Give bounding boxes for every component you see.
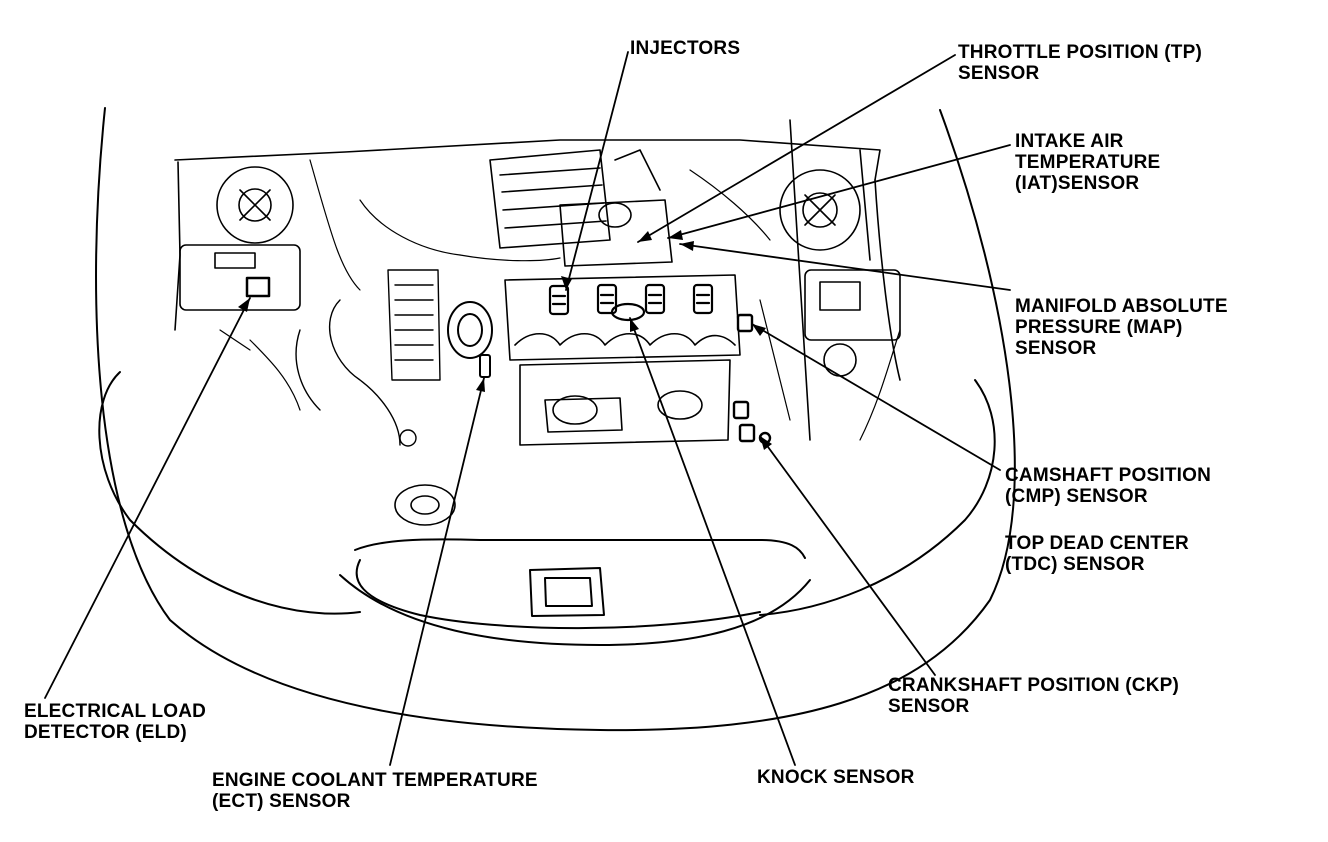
cmp-tdc-sensors [732, 313, 772, 445]
arrow-tp [638, 231, 652, 242]
injector-1 [548, 284, 570, 316]
label-iat-line-2: TEMPERATURE [1015, 152, 1161, 173]
arrow-injectors [561, 276, 572, 290]
arrow-cmp [752, 324, 766, 336]
label-tp-line-1: THROTTLE POSITION (TP) [958, 42, 1202, 63]
leader-ckp [759, 435, 936, 676]
label-manifold-absolute-pressure-sensor: MANIFOLD ABSOLUTE PRESSURE (MAP) SENSOR [1015, 296, 1228, 359]
leader-eld [44, 297, 251, 699]
label-camshaft-position-sensor: CAMSHAFT POSITION (CMP) SENSOR [1005, 465, 1211, 507]
front-grille-parts [394, 397, 623, 526]
strut-tower-right [779, 169, 861, 251]
car-body-outline [95, 107, 1016, 732]
label-eld-line-2: DETECTOR (ELD) [24, 722, 187, 743]
label-eld-line-1: ELECTRICAL LOAD [24, 701, 207, 722]
intake-manifold [489, 149, 673, 267]
leader-cmp [751, 323, 1001, 471]
injector-2 [596, 283, 618, 315]
strut-tower-left [216, 166, 294, 244]
label-throttle-position-sensor: THROTTLE POSITION (TP) SENSOR [958, 42, 1202, 84]
label-tdc-line-2: (TDC) SENSOR [1005, 554, 1145, 575]
cylinder-head [504, 274, 741, 446]
leader-iat [667, 144, 1011, 239]
injector-3 [644, 283, 666, 315]
label-ckp-line-1: CRANKSHAFT POSITION (CKP) [888, 675, 1180, 696]
label-knock-line-1: KNOCK SENSOR [757, 767, 915, 788]
arrow-map [680, 241, 694, 251]
firewall-outline [174, 119, 901, 441]
label-iat-line-3: (IAT)SENSOR [1015, 173, 1140, 194]
battery [804, 269, 901, 377]
label-injectors: INJECTORS [630, 38, 740, 59]
label-map-line-3: SENSOR [1015, 338, 1097, 359]
label-ect-line-1: ENGINE COOLANT TEMPERATURE [212, 770, 538, 791]
leader-arrowheads [238, 230, 772, 450]
arrow-ckp [760, 436, 772, 450]
leader-tp [637, 54, 956, 243]
label-intake-air-temperature-sensor: INTAKE AIR TEMPERATURE (IAT)SENSOR [1015, 131, 1160, 194]
label-knock-sensor: KNOCK SENSOR [757, 767, 915, 788]
radiator [295, 269, 441, 447]
leader-knock [629, 317, 796, 766]
label-injectors-line-1: INJECTORS [630, 38, 741, 59]
label-ckp-line-2: SENSOR [888, 696, 970, 717]
label-top-dead-center-sensor: TOP DEAD CENTER (TDC) SENSOR [1005, 533, 1189, 575]
label-tp-line-2: SENSOR [958, 63, 1040, 84]
label-ect-line-2: (ECT) SENSOR [212, 791, 351, 812]
leader-map [679, 243, 1011, 291]
label-tdc-line-1: TOP DEAD CENTER [1005, 533, 1189, 554]
label-cmp-line-2: (CMP) SENSOR [1005, 486, 1148, 507]
leader-lines [44, 51, 1011, 766]
label-map-line-2: PRESSURE (MAP) [1015, 317, 1183, 338]
fuse-box [179, 244, 301, 311]
label-crankshaft-position-sensor: CRANKSHAFT POSITION (CKP) SENSOR [888, 675, 1179, 717]
ect-sensor-area [447, 301, 493, 378]
label-cmp-line-1: CAMSHAFT POSITION [1005, 465, 1212, 486]
leader-injectors [565, 51, 629, 291]
leader-ect [389, 377, 485, 766]
arrow-ect [476, 378, 485, 392]
injectors [548, 283, 714, 322]
injector-4 [692, 283, 714, 315]
arrow-knock [630, 318, 639, 332]
arrow-eld [238, 298, 250, 312]
label-engine-coolant-temperature-sensor: ENGINE COOLANT TEMPERATURE (ECT) SENSOR [212, 770, 538, 812]
engine-bay-details [219, 159, 901, 441]
arrow-iat [668, 230, 683, 240]
label-electrical-load-detector: ELECTRICAL LOAD DETECTOR (ELD) [24, 701, 206, 743]
label-iat-line-1: INTAKE AIR [1015, 131, 1124, 152]
label-map-line-1: MANIFOLD ABSOLUTE [1015, 296, 1228, 317]
